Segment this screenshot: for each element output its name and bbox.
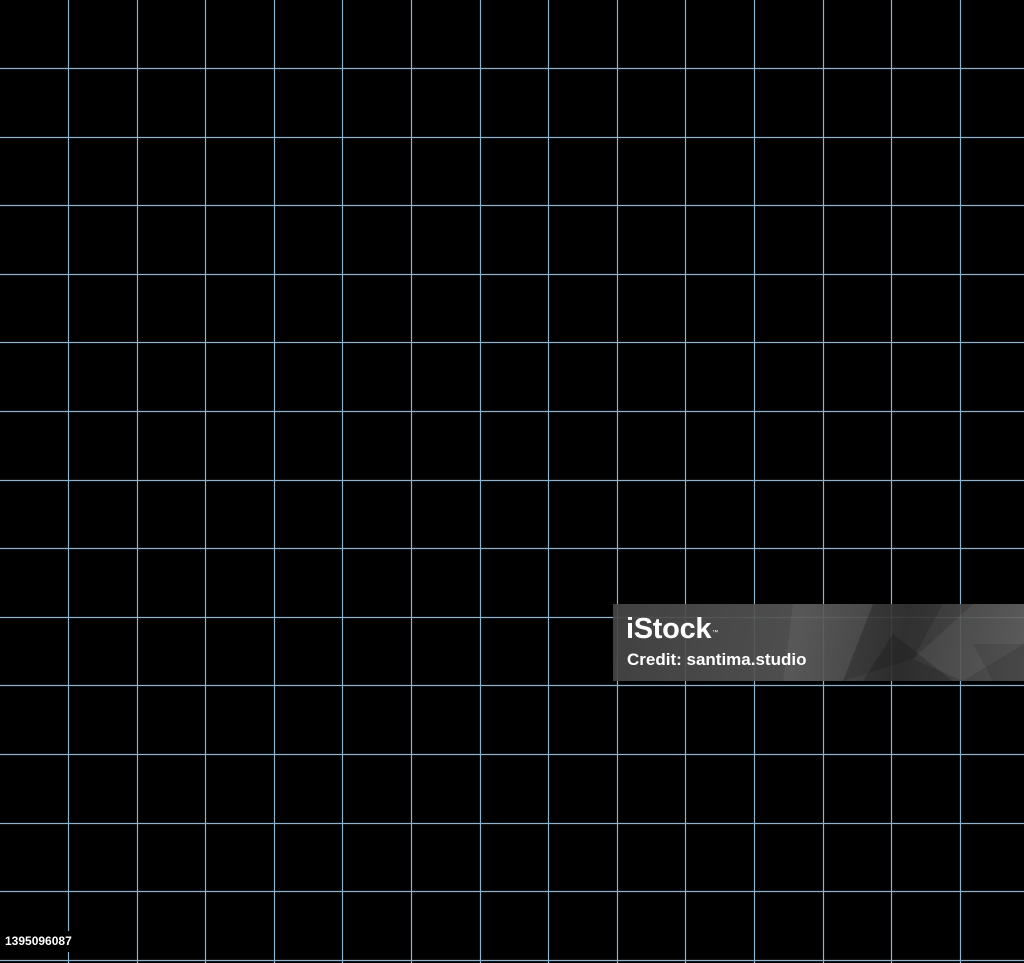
watermark-brand: iStock™ — [626, 613, 718, 645]
watermark-credit: Credit: santima.studio — [627, 650, 807, 669]
image-id-label: 1395096087 — [0, 931, 76, 952]
watermark-facet-pattern — [783, 604, 1024, 681]
stock-watermark: iStock™ Credit: santima.studio — [613, 604, 1024, 681]
